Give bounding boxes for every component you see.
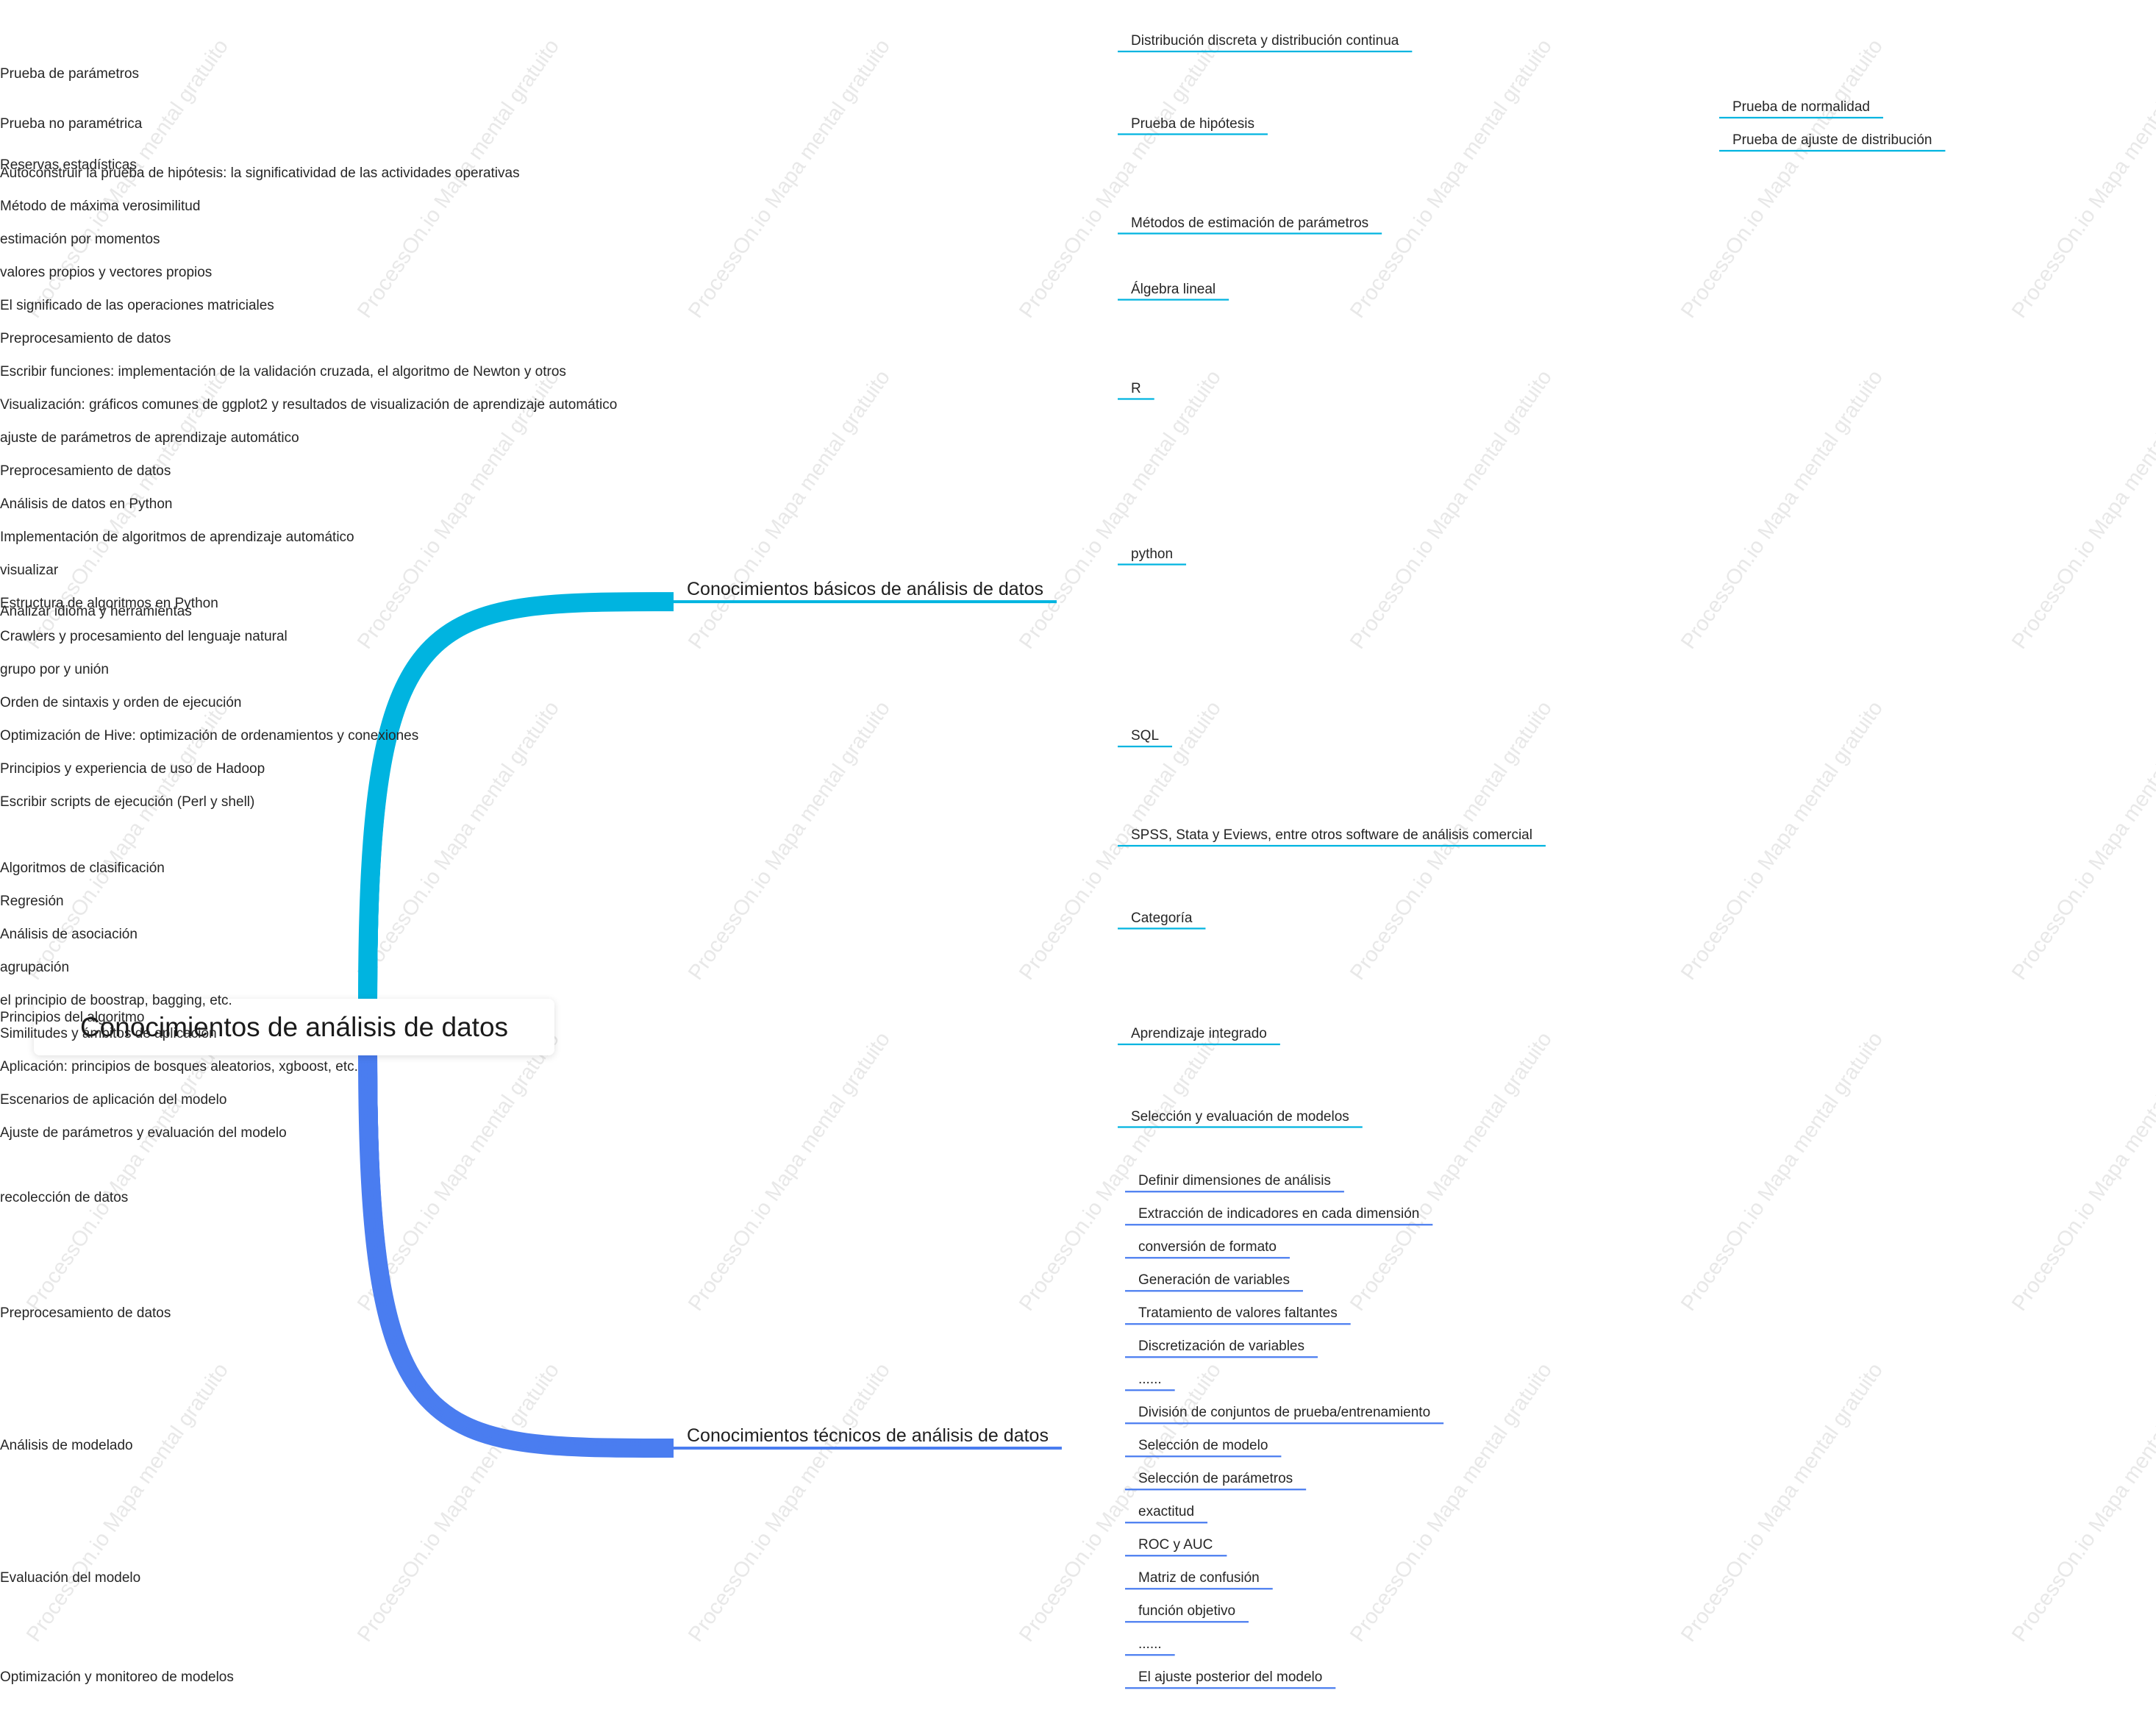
subtopic[interactable]: Métodos de estimación de parámetros [1131,215,1369,231]
leaf-topic[interactable]: Distribución discreta y distribución con… [1131,33,1399,49]
leaf-topic[interactable]: Prueba de parámetros [0,66,140,82]
subtopic[interactable]: Reservas estadísticas [0,157,137,173]
leaf-topic[interactable]: Algoritmos de clasificación [0,860,165,876]
leaf-topic[interactable]: ajuste de parámetros de aprendizaje auto… [0,430,299,446]
leaf-topic[interactable]: Visualización: gráficos comunes de ggplo… [0,397,618,413]
connector [370,1052,674,1452]
connector [367,1052,674,1453]
leaf-topic[interactable]: Escribir funciones: implementación de la… [0,364,566,379]
leaf-topic[interactable]: ROC y AUC [1138,1537,1213,1553]
leaf-topic[interactable]: El significado de las operaciones matric… [0,298,274,313]
leaf-topic[interactable]: Tratamiento de valores faltantes [1138,1305,1338,1322]
leaf-topic[interactable]: Preprocesamiento de datos [0,331,171,346]
leaf-topic[interactable]: Orden de sintaxis y orden de ejecución [0,695,242,710]
subtopic[interactable]: Analizar idioma y herramientas [0,604,192,620]
leaf-topic[interactable]: exactitud [1138,1504,1195,1520]
leaf-topic[interactable]: Prueba de normalidad [1732,99,1870,115]
leaf-topic[interactable]: visualizar [0,563,59,578]
subtopic[interactable]: Evaluación del modelo [0,1570,141,1586]
root-topic[interactable]: Conocimientos de análisis de datos [34,999,554,1055]
connector [367,596,674,1002]
subtopic[interactable]: Principios del algoritmo [0,1009,145,1025]
leaf-topic[interactable]: Selección de parámetros [1138,1471,1293,1487]
leaf-topic[interactable]: SPSS, Stata y Eviews, entre otros softwa… [1131,827,1532,843]
subtopic[interactable]: Categoría [1131,910,1193,926]
leaf-topic[interactable]: Preprocesamiento de datos [0,463,171,479]
subtopic[interactable]: Prueba de hipótesis [1131,115,1254,132]
subtopic[interactable]: Álgebra lineal [1131,281,1216,297]
subtopic[interactable]: R [1131,380,1141,396]
connector [370,598,674,1002]
leaf-topic[interactable]: el principio de boostrap, bagging, etc. [0,993,232,1008]
leaf-topic[interactable]: Crawlers y procesamiento del lenguaje na… [0,629,288,644]
leaf-topic[interactable]: Análisis de datos en Python [0,496,173,512]
leaf-topic[interactable]: Generación de variables [1138,1272,1290,1289]
leaf-topic[interactable]: agrupación [0,960,70,975]
connector [373,599,674,1002]
leaf-topic[interactable]: ...... [1138,1636,1162,1653]
leaf-topic[interactable]: conversión de formato [1138,1239,1277,1255]
leaf-topic[interactable]: Principios y experiencia de uso de Hadoo… [0,761,265,777]
leaf-topic[interactable]: Optimización de Hive: optimización de or… [0,728,419,744]
subtopic[interactable]: Selección y evaluación de modelos [1131,1108,1349,1125]
leaf-topic[interactable]: Discretización de variables [1138,1339,1304,1355]
leaf-topic[interactable]: Aplicación: principios de bosques aleato… [0,1059,358,1075]
leaf-topic[interactable]: Escenarios de aplicación del modelo [0,1092,227,1108]
leaf-topic[interactable]: Similitudes y ámbitos de aplicación [0,1026,217,1041]
leaf-topic[interactable]: Ajuste de parámetros y evaluación del mo… [0,1125,287,1141]
branch-topic[interactable]: Conocimientos básicos de análisis de dat… [687,579,1043,600]
leaf-topic[interactable]: Definir dimensiones de análisis [1138,1173,1331,1189]
leaf-topic[interactable]: Matriz de confusión [1138,1570,1260,1586]
leaf-topic[interactable]: grupo por y unión [0,662,109,677]
leaf-topic[interactable]: Autoconstruir la prueba de hipótesis: la… [0,165,520,181]
leaf-topic[interactable]: División de conjuntos de prueba/entrenam… [1138,1405,1431,1421]
subtopic[interactable]: Preprocesamiento de datos [0,1305,171,1322]
leaf-topic[interactable]: Análisis de asociación [0,927,138,942]
subtopic[interactable]: Aprendizaje integrado [1131,1026,1267,1041]
leaf-topic[interactable]: El ajuste posterior del modelo [1138,1669,1323,1686]
leaf-topic[interactable]: Regresión [0,894,64,909]
leaf-topic[interactable]: estimación por momentos [0,232,160,247]
leaf-topic[interactable]: Método de máxima verosimilitud [0,199,201,214]
leaf-topic[interactable]: Escribir scripts de ejecución (Perl y sh… [0,794,255,810]
subtopic[interactable]: python [1131,546,1174,562]
leaf-topic[interactable]: Selección de modelo [1138,1438,1268,1454]
leaf-topic[interactable]: Implementación de algoritmos de aprendiz… [0,530,354,545]
subtopic[interactable]: Optimización y monitoreo de modelos [0,1669,234,1686]
leaf-topic[interactable]: Estructura de algoritmos en Python [0,596,218,611]
branch-topic[interactable]: Conocimientos técnicos de análisis de da… [687,1425,1049,1446]
leaf-topic[interactable]: Prueba de ajuste de distribución [1732,132,1932,148]
leaf-topic[interactable]: valores propios y vectores propios [0,265,213,280]
subtopic[interactable]: recolección de datos [0,1189,129,1205]
leaf-topic[interactable]: función objetivo [1138,1603,1236,1619]
subtopic[interactable]: Prueba no paramétrica [0,115,143,132]
subtopic[interactable]: SQL [1131,728,1160,744]
leaf-topic[interactable]: ...... [1138,1372,1162,1388]
subtopic[interactable]: Análisis de modelado [0,1438,133,1454]
leaf-topic[interactable]: Extracción de indicadores en cada dimens… [1138,1206,1420,1222]
connector [373,1052,674,1450]
